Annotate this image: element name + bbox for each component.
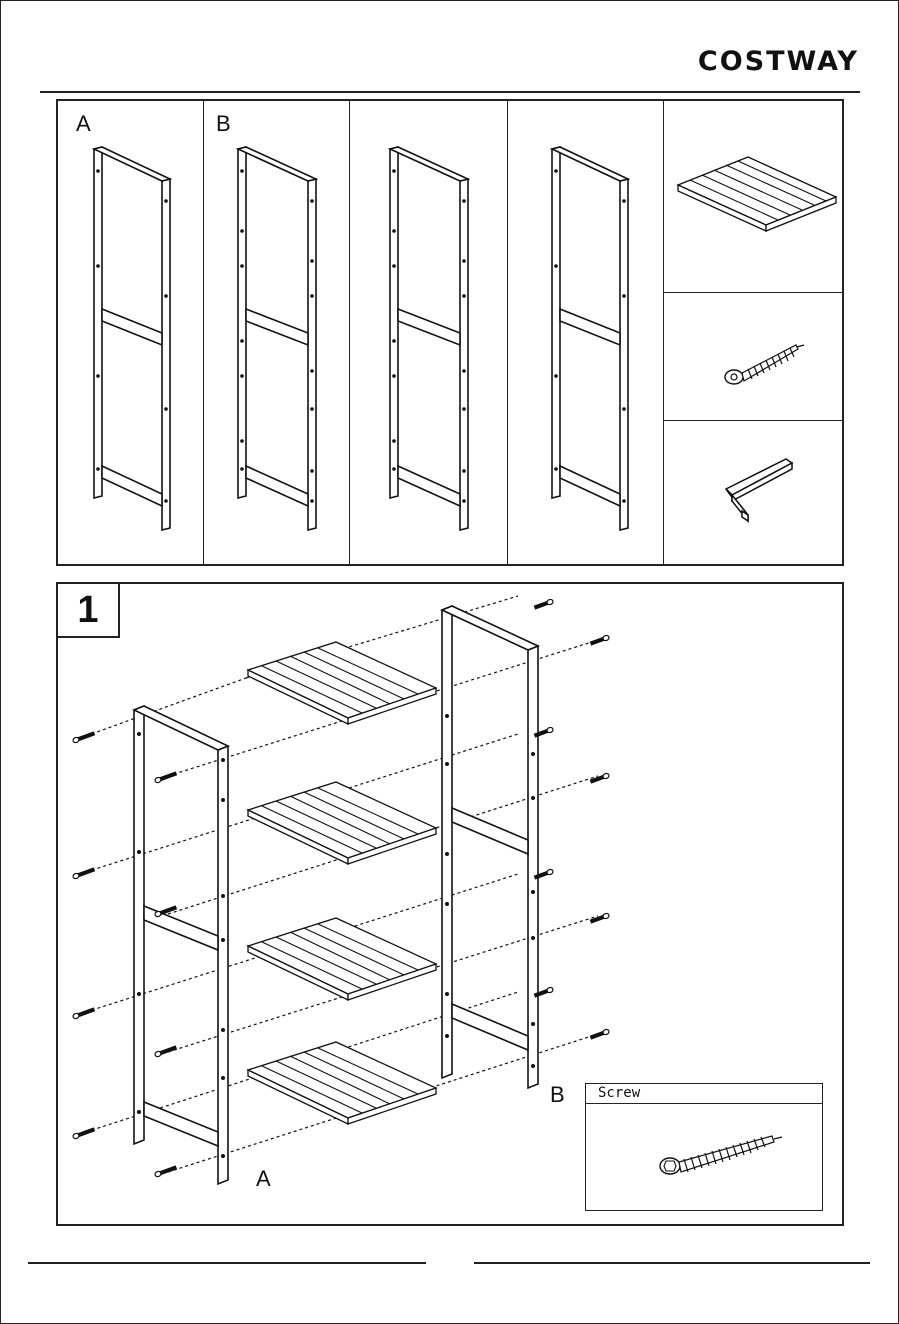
screw-icon [664, 293, 842, 421]
part-frame-c [350, 101, 508, 564]
part-allen-key [664, 421, 842, 564]
part-frame-a: A [58, 101, 204, 564]
frame-b [442, 606, 538, 1088]
side-frame-icon [204, 101, 350, 564]
side-frame-icon [350, 101, 508, 564]
frame-a [134, 706, 228, 1184]
part-screw [664, 293, 842, 421]
frame-b-label: B [550, 1082, 565, 1108]
screw-icon [586, 1104, 822, 1210]
part-frame-b: B [204, 101, 350, 564]
frame-a-label: A [256, 1166, 271, 1192]
header-rule [40, 91, 860, 93]
shelves [248, 642, 436, 1124]
side-frame-icon [58, 101, 204, 564]
footer-rule-right [474, 1262, 870, 1264]
part-frame-d [508, 101, 664, 564]
screw-callout: Screw [585, 1083, 823, 1211]
shelf-icon [664, 101, 842, 293]
brand-logo: COSTWAY [698, 46, 859, 77]
allen-key-icon [664, 421, 842, 564]
footer-rule-left [28, 1262, 426, 1264]
side-frame-icon [508, 101, 664, 564]
screw-callout-title: Screw [586, 1084, 822, 1104]
parts-panel: A B [56, 99, 844, 566]
step-1-panel: 1 [56, 582, 844, 1226]
part-shelf [664, 101, 842, 293]
